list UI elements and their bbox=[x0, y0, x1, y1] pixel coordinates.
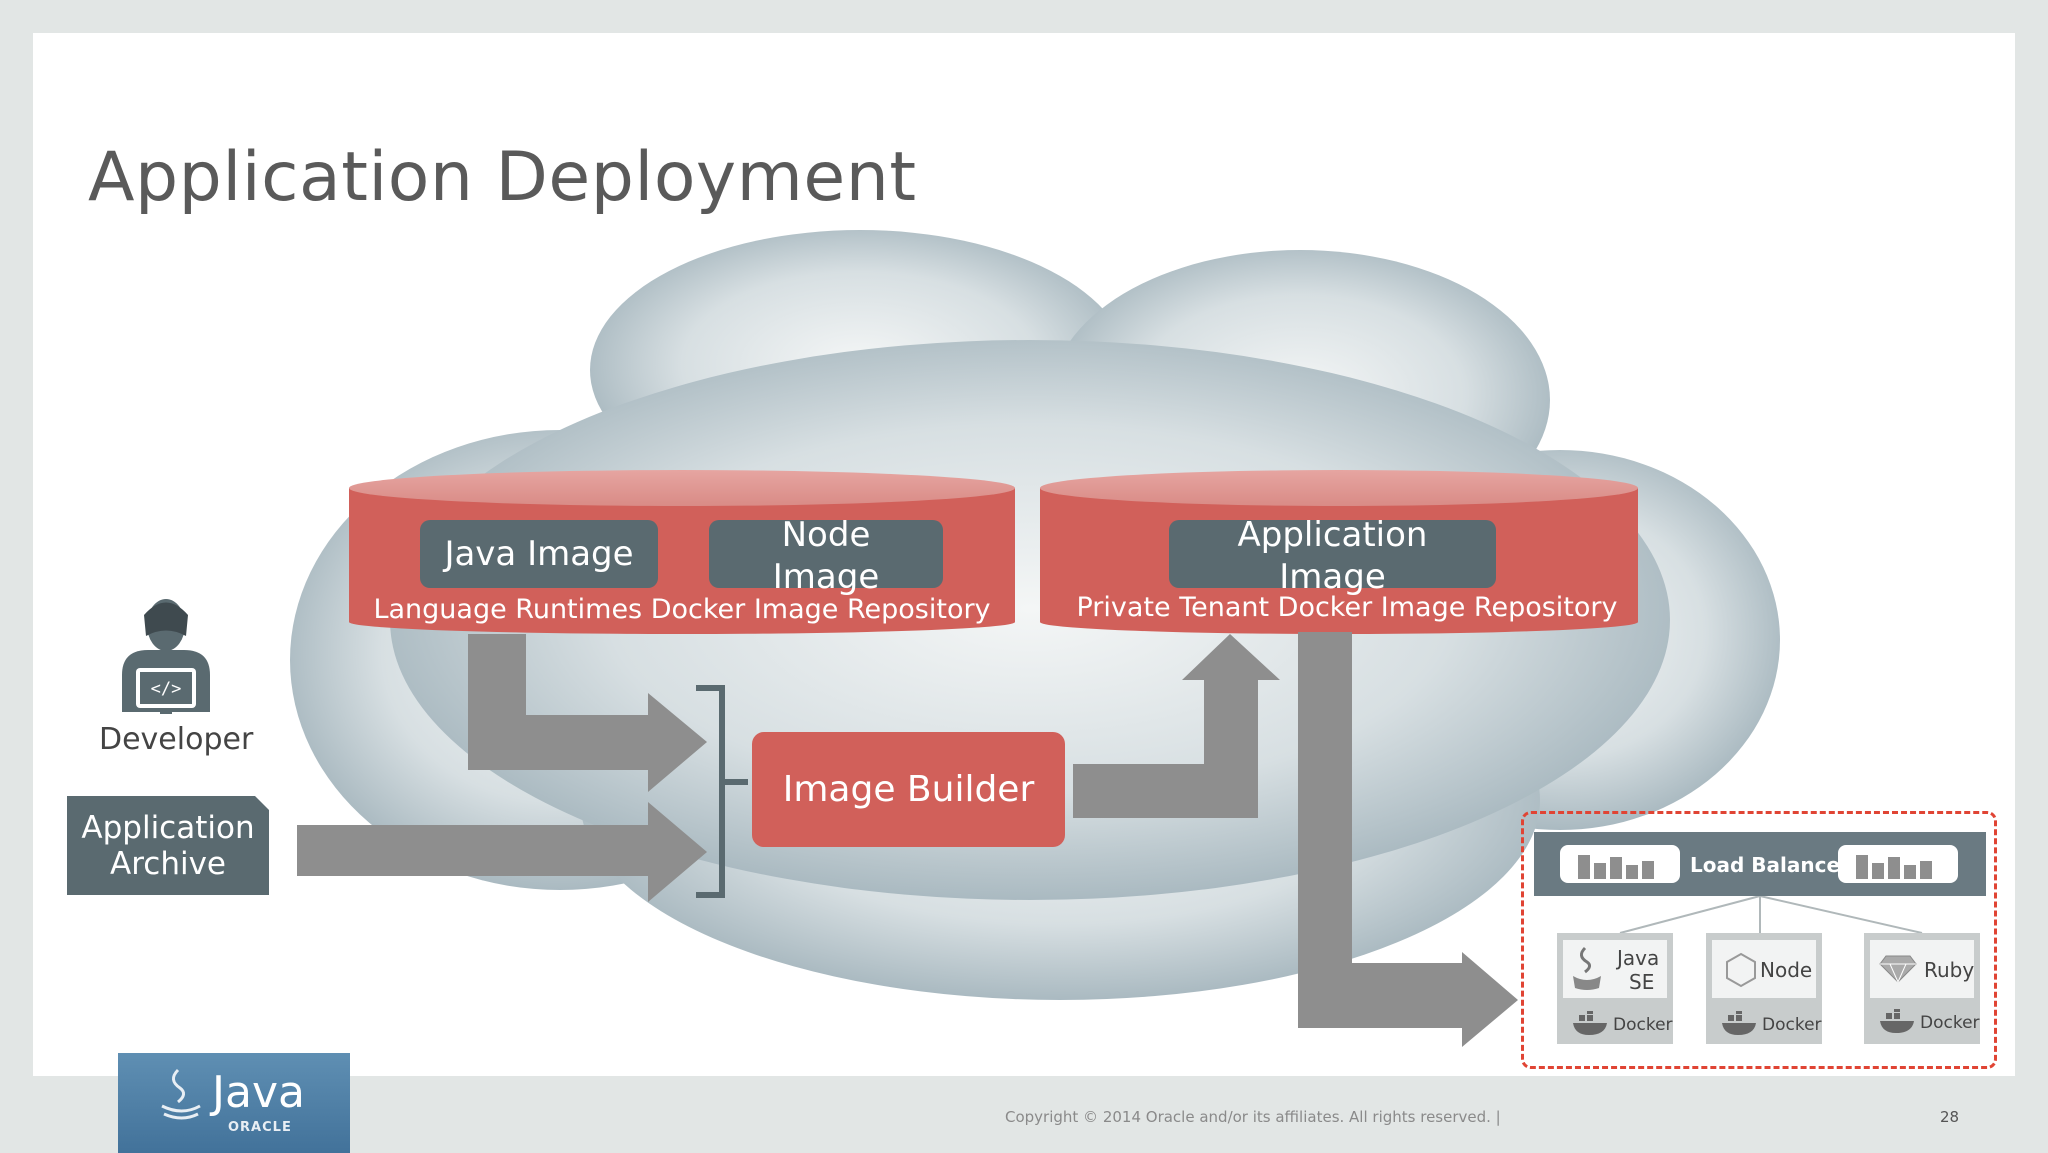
java-se-node: Java SE Docker bbox=[1557, 933, 1673, 1044]
archive-to-builder-arrow bbox=[297, 802, 707, 902]
tenant-repo-label: Private Tenant Docker Image Repository bbox=[1076, 592, 1618, 623]
merge-bracket bbox=[696, 685, 748, 898]
java-image-box: Java Image bbox=[420, 520, 658, 588]
application-image-box: Application Image bbox=[1169, 515, 1496, 597]
load-balancer-label: Load Balancer bbox=[1690, 853, 1850, 877]
java-logo-text: Java bbox=[212, 1067, 305, 1118]
hexagon-icon bbox=[1726, 952, 1756, 988]
java-cup-icon bbox=[1573, 946, 1601, 990]
node-image-box: Node Image bbox=[709, 515, 943, 597]
java-cup-logo-icon bbox=[161, 1068, 201, 1120]
java-se-line1: Java bbox=[1617, 946, 1660, 970]
lb-connectors bbox=[1619, 895, 1923, 934]
java-logo bbox=[118, 1053, 350, 1153]
node-image-line2: Image bbox=[772, 557, 880, 597]
oracle-logo-text: ORACLE bbox=[228, 1120, 292, 1135]
application-archive-line2: Archive bbox=[110, 846, 226, 882]
java-image-label: Java Image bbox=[444, 534, 634, 574]
runtime-to-builder-arrow bbox=[468, 634, 707, 792]
ruby-node-inner: Ruby bbox=[1870, 940, 1974, 998]
ruby-docker-label: Docker bbox=[1920, 1013, 1980, 1033]
tenant-repo-cylinder bbox=[1040, 470, 1638, 634]
java-se-docker-label: Docker bbox=[1613, 1015, 1673, 1035]
svg-text:</>: </> bbox=[151, 679, 182, 699]
ruby-label: Ruby bbox=[1924, 958, 1975, 982]
java-se-node-inner: Java SE bbox=[1563, 940, 1667, 998]
node-image-line1: Node bbox=[781, 515, 871, 555]
lb-left-chart-icon bbox=[1560, 845, 1680, 883]
ruby-node: Ruby Docker bbox=[1864, 933, 1980, 1044]
page-number: 28 bbox=[1940, 1108, 1960, 1126]
application-archive-box: Application Archive bbox=[67, 796, 269, 895]
node-js-node: Node Docker bbox=[1706, 933, 1822, 1044]
deployment-cluster-frame bbox=[1521, 811, 1997, 1069]
application-archive-line1: Application bbox=[81, 810, 255, 846]
lb-right-chart-icon bbox=[1838, 845, 1958, 883]
docker-whale-icon bbox=[1722, 1011, 1756, 1035]
tenant-to-deployment-arrow bbox=[1298, 632, 1518, 1047]
page-title: Application Deployment bbox=[88, 138, 917, 217]
builder-to-tenant-arrow bbox=[1073, 634, 1280, 818]
docker-whale-icon bbox=[1880, 1009, 1914, 1033]
developer-icon: </> bbox=[122, 599, 210, 714]
developer-label: Developer bbox=[99, 722, 254, 757]
node-js-node-inner: Node bbox=[1712, 940, 1816, 998]
bar-chart-icon bbox=[1856, 855, 1932, 879]
application-image-line2: Image bbox=[1279, 557, 1386, 597]
application-image-line1: Application bbox=[1237, 515, 1428, 555]
node-js-docker-label: Docker bbox=[1762, 1015, 1822, 1035]
docker-whale-icon bbox=[1573, 1011, 1607, 1035]
bar-chart-icon bbox=[1578, 855, 1654, 879]
image-builder-box: Image Builder bbox=[752, 732, 1065, 847]
java-se-line2: SE bbox=[1629, 970, 1655, 994]
gem-icon bbox=[1879, 955, 1917, 984]
copyright-text: Copyright © 2014 Oracle and/or its affil… bbox=[1005, 1108, 1501, 1126]
node-js-label: Node bbox=[1760, 958, 1813, 982]
language-repo-label: Language Runtimes Docker Image Repositor… bbox=[373, 594, 991, 625]
